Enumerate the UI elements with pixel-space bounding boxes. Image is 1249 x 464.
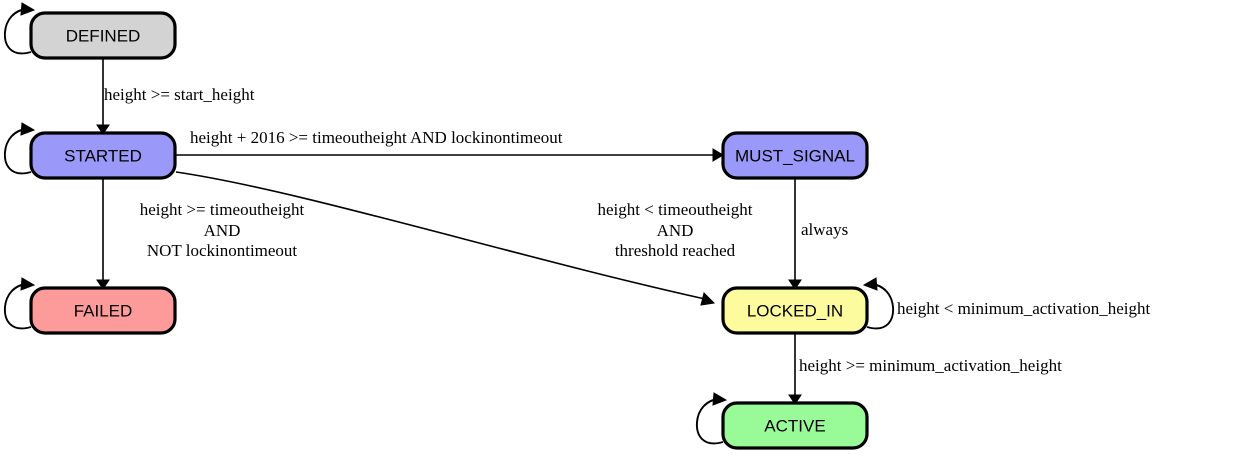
active-self-loop-path [696, 398, 724, 445]
started-to-locked-in-arrowhead [700, 292, 716, 306]
state-node-failed-shape [29, 286, 177, 335]
active-self-loop-arrowhead [712, 392, 728, 406]
state-node-locked-in-label: LOCKED_IN [747, 301, 843, 320]
edge-label-locked-in-to-active: height >= minimum_activation_height [799, 356, 1062, 375]
locked-in-to-active-edge [788, 333, 802, 405]
state-node-locked-in[interactable]: LOCKED_IN [721, 286, 869, 335]
locked-in-self-loop-path [866, 283, 894, 330]
edge-label-started-to-failed-line2: AND [204, 221, 241, 240]
state-node-locked-in-shape [721, 286, 869, 335]
edge-label-started-to-failed-line1: height >= timeoutheight [140, 200, 305, 219]
defined-self-loop-path [4, 8, 32, 55]
must-signal-to-locked-in-edge [788, 178, 802, 290]
edge-label-started-to-failed-line3: NOT lockinontimeout [147, 241, 298, 260]
state-node-defined[interactable]: DEFINED [29, 11, 177, 60]
failed-self-loop-path [4, 283, 32, 330]
started-to-locked-in-path [175, 171, 706, 300]
edge-label-started-to-locked-in-line1: height < timeoutheight [597, 200, 752, 219]
state-node-active[interactable]: ACTIVE [721, 401, 869, 450]
locked-in-to-active-arrowhead [788, 394, 802, 405]
started-to-failed-arrowhead [96, 279, 110, 290]
defined-to-started-edge [96, 58, 110, 135]
edge-label-started-to-must-signal: height + 2016 >= timeoutheight AND locki… [190, 128, 563, 147]
locked-in-self-loop-arrowhead [862, 277, 878, 291]
started-to-failed-edge [96, 178, 110, 290]
state-node-started-shape [29, 131, 177, 180]
edge-label-locked-in-self-loop: height < minimum_activation_height [897, 299, 1150, 318]
defined-self-loop-arrowhead [20, 2, 36, 16]
state-node-must-signal-shape [721, 131, 869, 180]
started-to-must-signal-edge [175, 148, 724, 162]
edge-label-defined-to-started: height >= start_height [104, 85, 255, 104]
state-node-started[interactable]: STARTED [29, 131, 177, 180]
state-node-failed[interactable]: FAILED [29, 286, 177, 335]
started-to-must-signal-arrowhead [712, 148, 724, 162]
state-node-must-signal-label: MUST_SIGNAL [735, 146, 855, 165]
locked-in-self-loop-edge [862, 277, 894, 330]
failed-self-loop-edge [4, 277, 36, 330]
state-node-defined-label: DEFINED [66, 26, 141, 45]
defined-self-loop-edge [4, 2, 36, 55]
edge-label-started-to-locked-in-line3: threshold reached [615, 241, 736, 260]
state-node-active-shape [721, 401, 869, 450]
active-self-loop-edge [696, 392, 728, 445]
edge-label-must-signal-to-locked-in: always [801, 220, 848, 239]
state-node-started-label: STARTED [64, 146, 142, 165]
started-to-locked-in-edge [175, 171, 716, 306]
defined-to-started-arrowhead [96, 124, 110, 135]
edge-label-started-to-locked-in-line2: AND [657, 221, 694, 240]
state-node-must-signal[interactable]: MUST_SIGNAL [721, 131, 869, 180]
failed-self-loop-arrowhead [20, 277, 36, 291]
started-self-loop-path [4, 128, 32, 175]
state-node-active-label: ACTIVE [764, 416, 825, 435]
started-self-loop-arrowhead [20, 122, 36, 136]
must-signal-to-locked-in-arrowhead [788, 279, 802, 290]
started-self-loop-edge [4, 122, 36, 175]
state-node-failed-label: FAILED [74, 301, 133, 320]
state-node-defined-shape [29, 11, 177, 60]
